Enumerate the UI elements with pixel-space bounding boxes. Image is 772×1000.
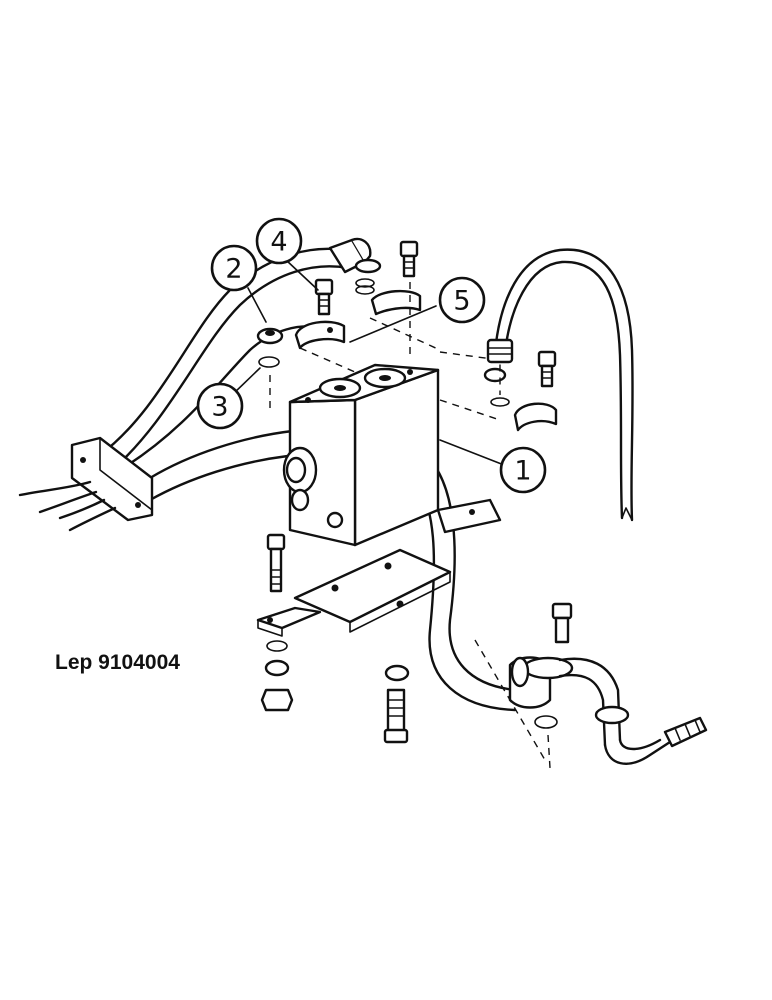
screw-right-hose (537, 350, 557, 388)
hose-clamp-left (18, 436, 154, 532)
washer-lower-left (266, 640, 288, 652)
callout-3-label: 3 (211, 392, 228, 423)
screw-bottom-right-clamp (551, 602, 573, 644)
callout-4-label: 4 (270, 227, 287, 258)
nut-lower-left (260, 688, 294, 712)
nut-right (483, 367, 507, 383)
washer-lower-right (384, 664, 410, 682)
clamp-top-right (370, 289, 422, 316)
callout-2-label: 2 (225, 254, 242, 285)
clamp-right (513, 402, 558, 432)
washer-bottom-right (534, 715, 558, 729)
washer-right (490, 397, 510, 407)
valve-block (282, 363, 440, 547)
washer-lower-left-2 (264, 659, 290, 677)
bottom-right-fitting (508, 656, 708, 765)
callout-5: 5 (438, 276, 486, 324)
callout-1-label: 1 (514, 456, 531, 487)
nut-2 (256, 327, 284, 345)
upper-hose-pair (98, 247, 350, 474)
callout-3: 3 (196, 382, 244, 430)
callout-5-label: 5 (453, 286, 470, 317)
screw-top-right (399, 240, 419, 278)
bolt-lower-right (383, 688, 409, 744)
washer-top (355, 285, 375, 295)
bolt-lower-left (266, 533, 286, 593)
screw-4 (314, 278, 334, 316)
callout-4: 4 (255, 217, 303, 265)
drawing-reference: Lep 9104004 (55, 651, 180, 674)
callout-2: 2 (210, 244, 258, 292)
upper-hose-fitting (328, 237, 382, 288)
clamp-5 (294, 320, 346, 350)
callout-1: 1 (499, 446, 547, 494)
washer-3 (258, 356, 280, 368)
mounting-bracket (256, 498, 502, 637)
right-loop-hose (486, 248, 634, 522)
